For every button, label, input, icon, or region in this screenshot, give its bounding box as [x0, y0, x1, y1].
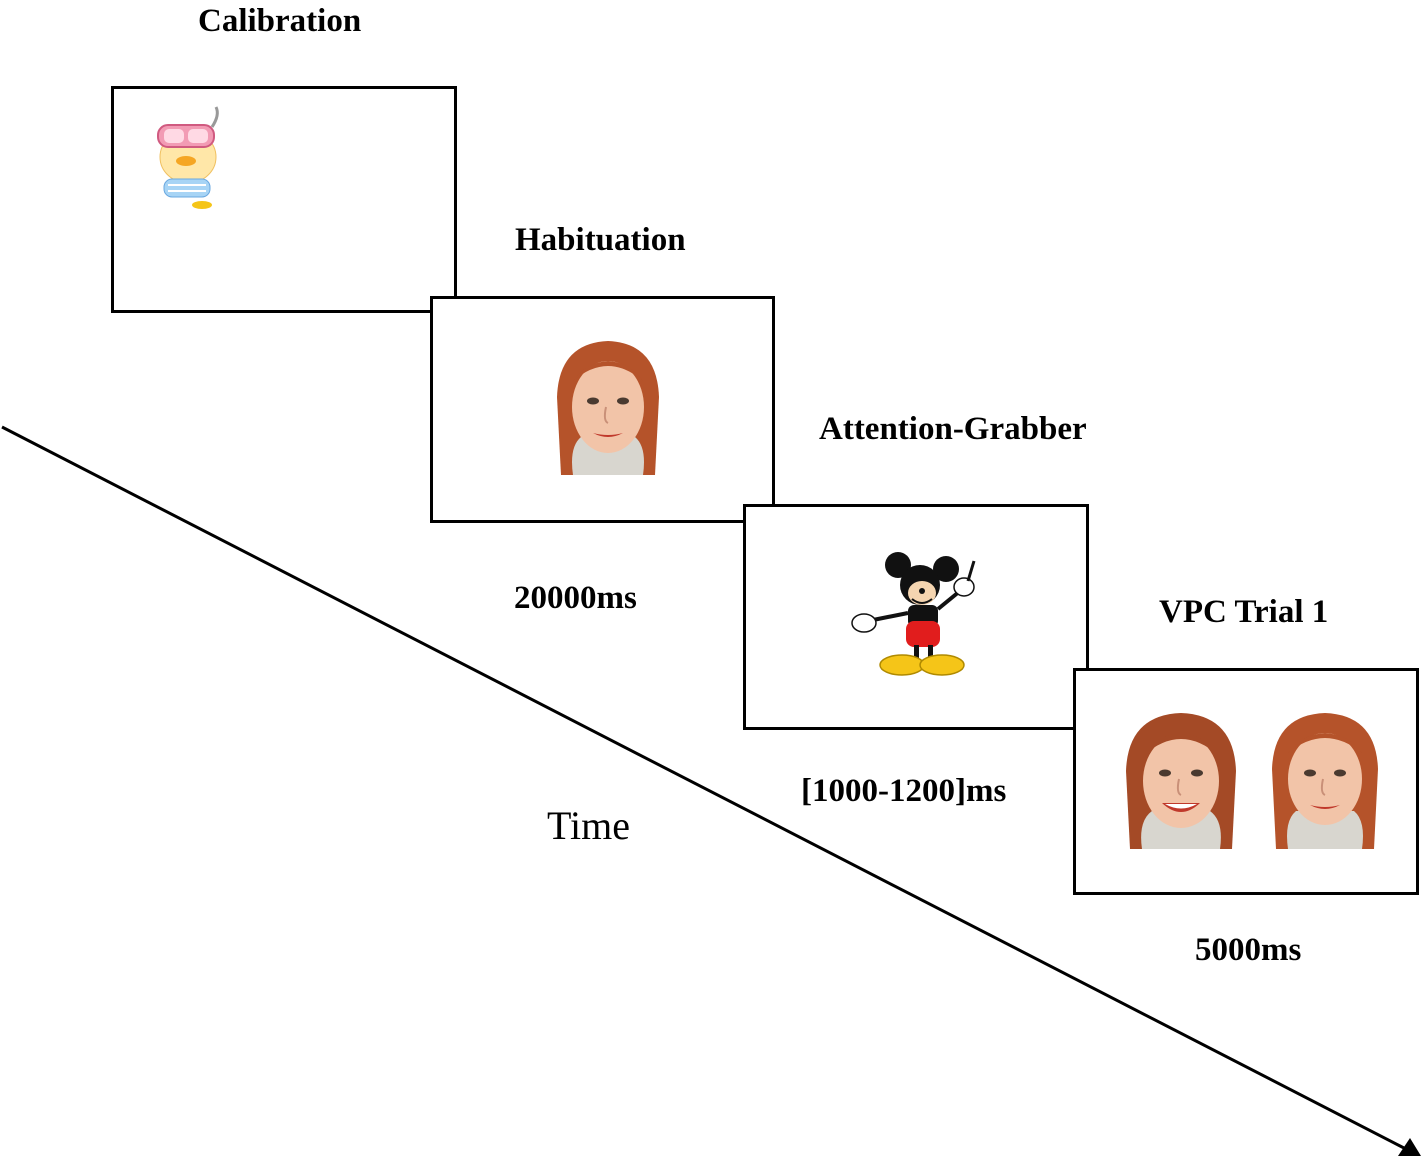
female-face-neutral-icon: [557, 341, 659, 475]
arrowhead-icon: [1398, 1138, 1421, 1156]
calibration-frame: [111, 86, 457, 313]
vpc-trial-duration: 5000ms: [1195, 932, 1302, 968]
habituation-frame: [430, 296, 775, 523]
duck-cartoon-icon: [157, 106, 219, 209]
habituation-duration: 20000ms: [514, 580, 637, 616]
female-face-smiling-icon: [1126, 713, 1236, 849]
attention-grabber-title: Attention-Grabber: [819, 411, 1087, 447]
vpc-trial-title: VPC Trial 1: [1159, 594, 1329, 630]
attention-grabber-duration: [1000-1200]ms: [801, 773, 1007, 809]
mickey-mouse-icon: [851, 552, 976, 676]
female-face-neutral-icon: [1272, 713, 1378, 849]
time-axis-label: Time: [547, 803, 631, 848]
habituation-title: Habituation: [515, 222, 686, 258]
attention-grabber-frame: [743, 504, 1089, 730]
calibration-title: Calibration: [198, 3, 362, 39]
vpc-trial-frame: [1073, 668, 1419, 895]
